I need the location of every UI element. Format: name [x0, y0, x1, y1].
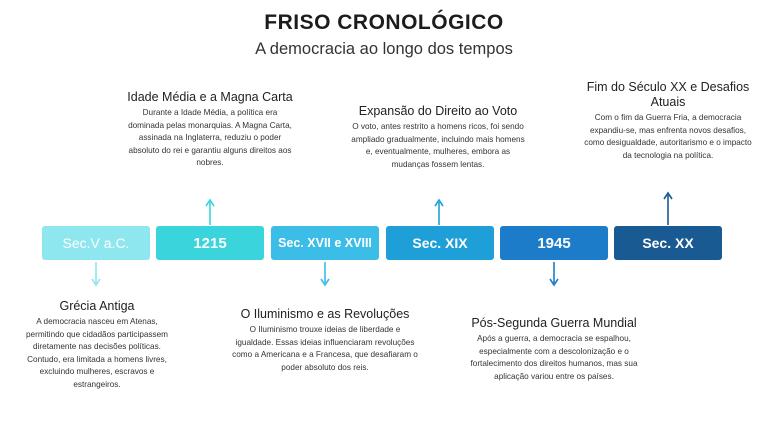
arrow-up-icon: [434, 198, 444, 225]
timeline-label: 1945: [537, 234, 571, 252]
timeline-box-1945: 1945: [500, 226, 608, 260]
event-grecia-antiga: Grécia Antiga A democracia nasceu em Ate…: [24, 299, 170, 392]
timeline-label: Sec. XIX: [412, 235, 468, 251]
timeline-box-1215: 1215: [156, 226, 264, 260]
event-title: Expansão do Direito ao Voto: [358, 104, 518, 118]
event-iluminismo: O Iluminismo e as Revoluções O Iluminism…: [232, 307, 418, 374]
arrow-down-icon: [91, 262, 101, 287]
event-text: Com o fim da Guerra Fria, a democracia e…: [584, 113, 752, 160]
arrow-up-icon: [205, 198, 215, 225]
timeline-box-sec-xix: Sec. XIX: [386, 226, 494, 260]
arrow-up-icon: [663, 191, 673, 225]
timeline-label: Sec. XX: [642, 235, 694, 251]
event-title: Idade Média e a Magna Carta: [127, 90, 293, 104]
event-expansao-voto: Expansão do Direito ao Voto O voto, ante…: [347, 104, 529, 171]
timeline-box-sec-xvii-xviii: Sec. XVII e XVIII: [271, 226, 379, 260]
event-text: A democracia nasceu em Atenas, permitind…: [26, 317, 168, 389]
event-fim-seculo-xx: Fim do Século XX e Desafios Atuais Com o…: [582, 80, 754, 162]
event-title: Grécia Antiga: [59, 299, 135, 313]
event-text: Após a guerra, a democracia se espalhou,…: [470, 334, 638, 381]
event-title: O Iluminismo e as Revoluções: [240, 307, 410, 321]
page-subtitle: A democracia ao longo dos tempos: [255, 40, 513, 58]
event-title: Fim do Século XX e Desafios Atuais: [586, 80, 750, 109]
event-title: Pós-Segunda Guerra Mundial: [471, 316, 637, 330]
event-text: Durante a Idade Média, a política era do…: [128, 108, 292, 168]
event-text: O voto, antes restrito a homens ricos, f…: [351, 122, 525, 169]
event-idade-media: Idade Média e a Magna Carta Durante a Id…: [124, 90, 296, 170]
timeline-box-sec-xx: Sec. XX: [614, 226, 722, 260]
event-pos-segunda-guerra: Pós-Segunda Guerra Mundial Após a guerra…: [460, 316, 648, 383]
timeline-box-sec-v-ac: Sec.V a.C.: [42, 226, 150, 260]
timeline-label: Sec. XVII e XVIII: [278, 236, 372, 250]
timeline-label: 1215: [193, 234, 227, 252]
arrow-down-icon: [320, 262, 330, 287]
timeline-label: Sec.V a.C.: [62, 235, 130, 251]
page-title: FRISO CRONOLÓGICO: [264, 11, 504, 34]
arrow-down-icon: [549, 262, 559, 287]
event-text: O Iluminismo trouxe ideias de liberdade …: [232, 325, 418, 372]
